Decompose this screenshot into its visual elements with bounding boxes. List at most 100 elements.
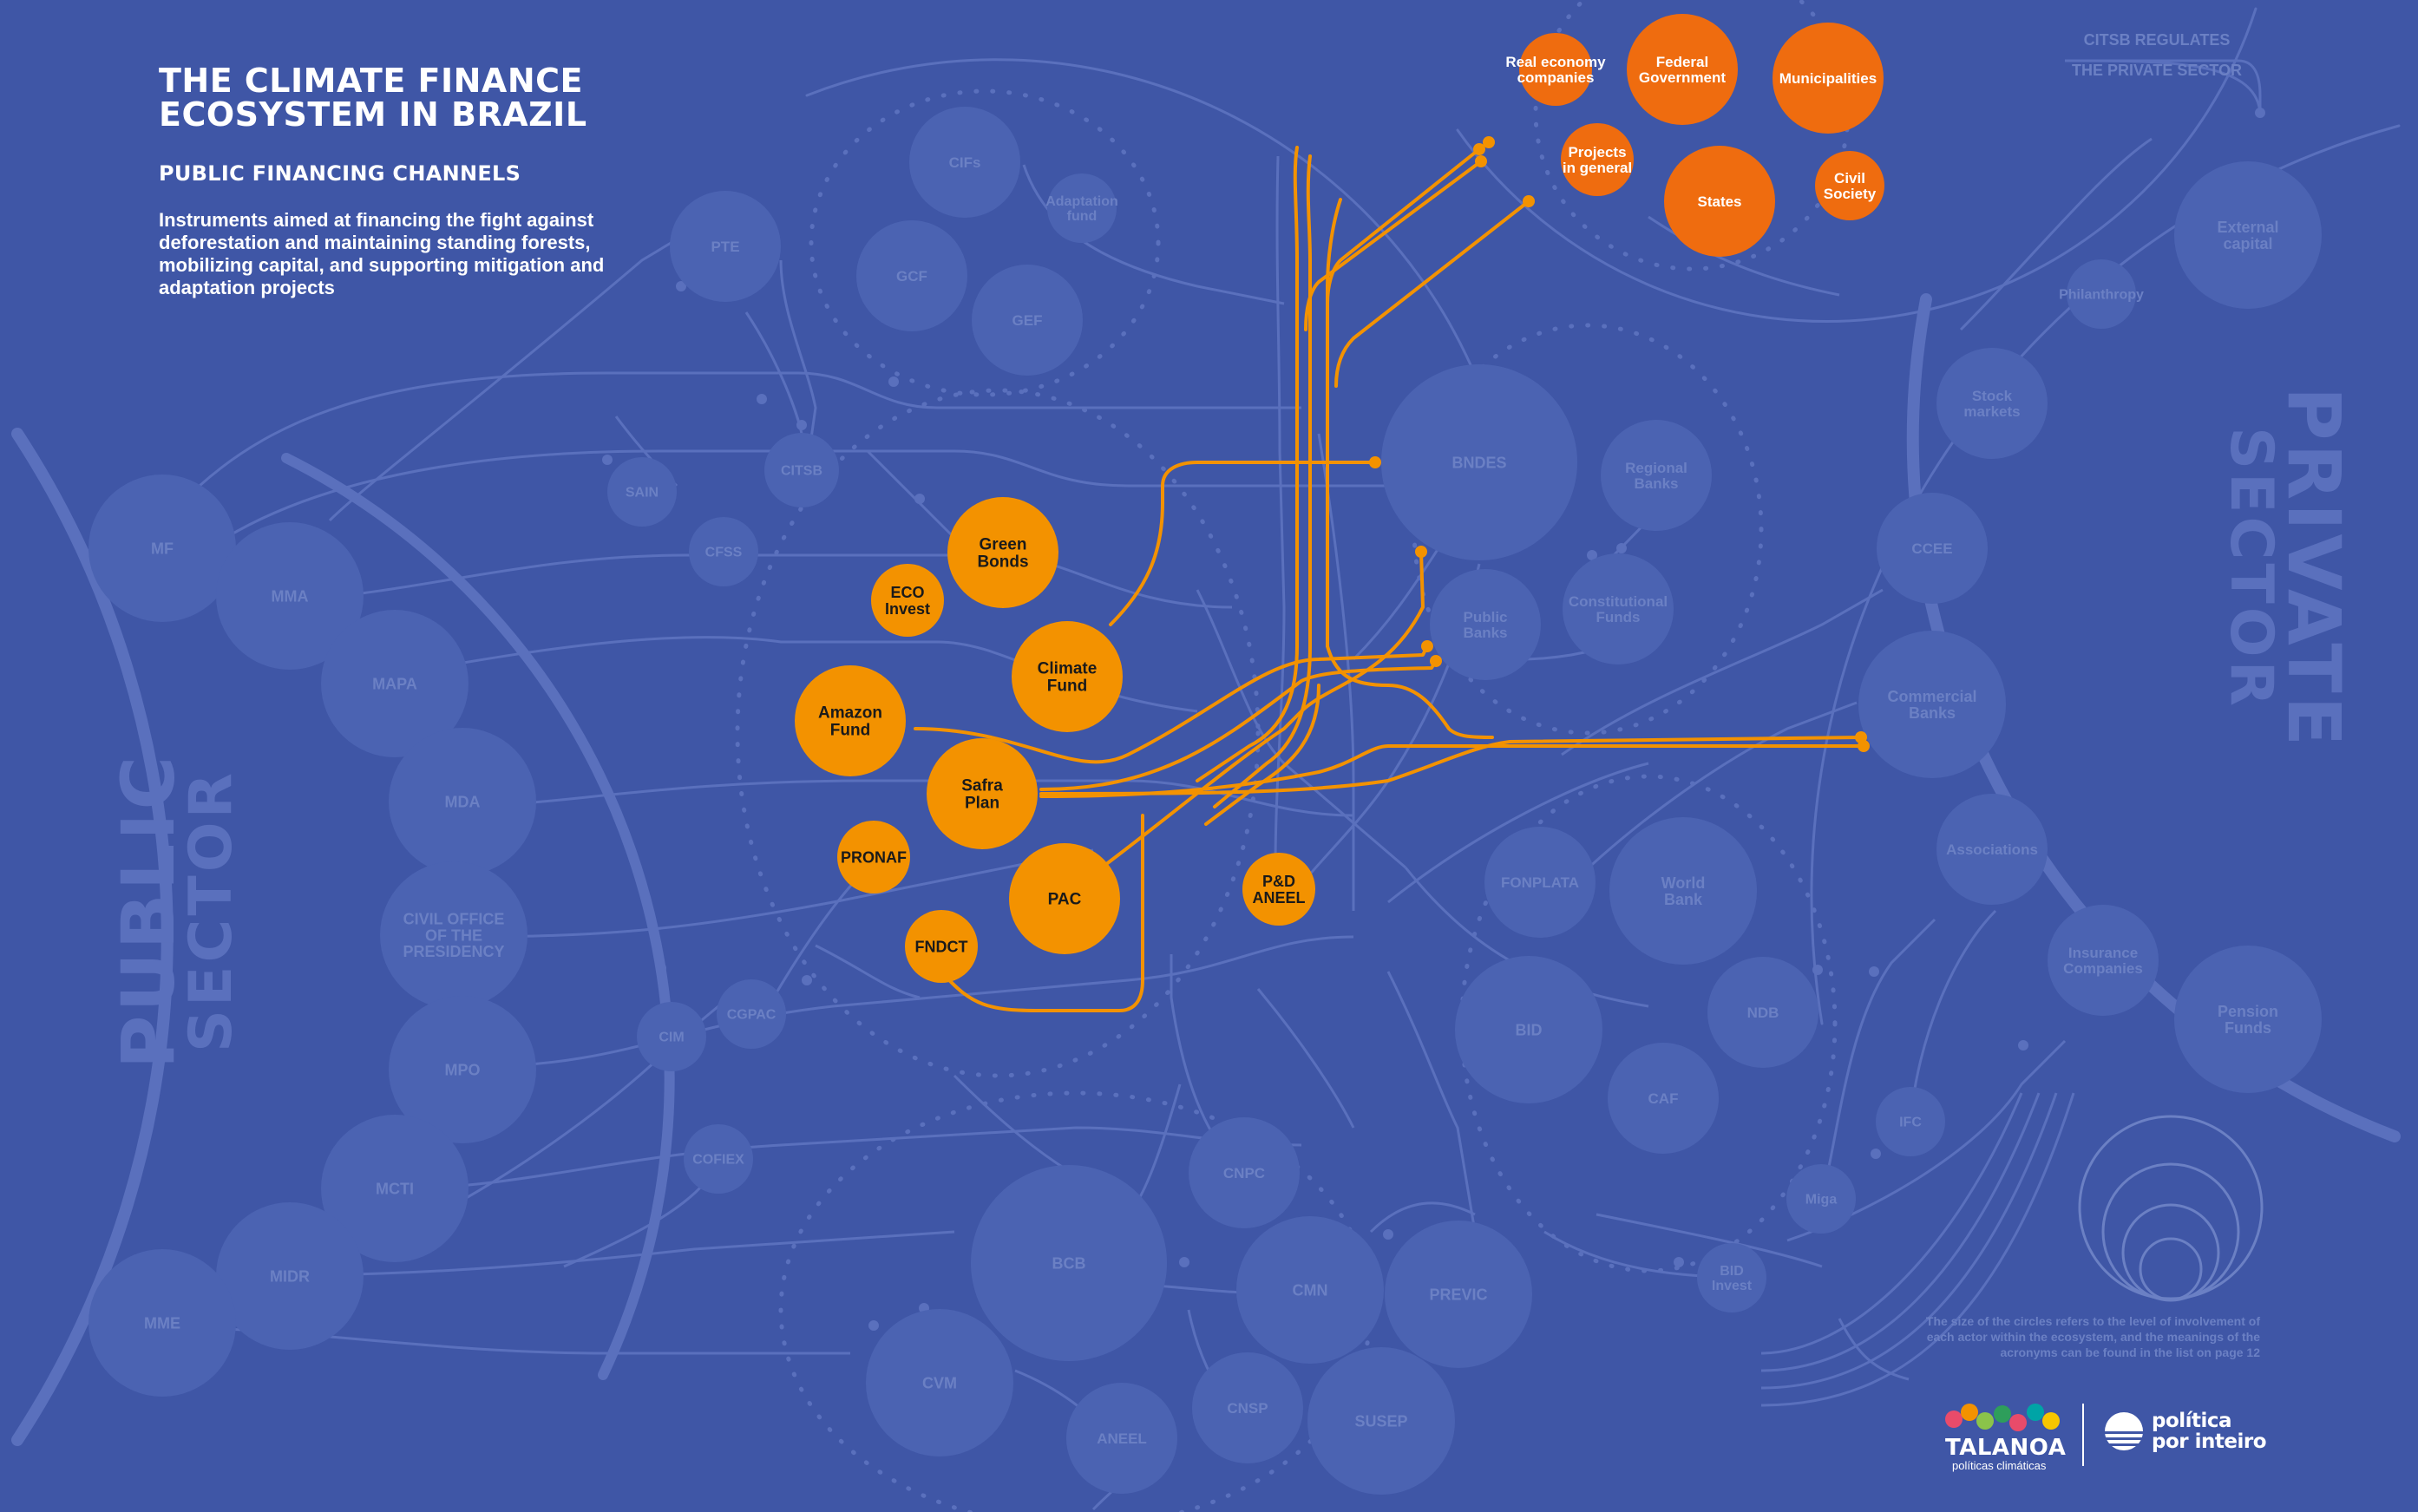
instrument-amazon_fund[interactable]: [795, 665, 906, 776]
flow-endpoint: [1421, 640, 1433, 652]
node-external[interactable]: [2174, 161, 2322, 309]
node-aneel[interactable]: [1066, 1383, 1177, 1494]
node-bndes[interactable]: [1381, 364, 1577, 560]
network-line: [1386, 971, 1477, 1233]
node-insurance[interactable]: [2048, 905, 2159, 1016]
node-constitutional[interactable]: [1563, 553, 1674, 664]
node-ccee[interactable]: [1877, 493, 1988, 604]
node-gef[interactable]: [972, 265, 1083, 376]
node-label-commercial: Commercial: [1887, 688, 1976, 705]
instrument-green_bonds[interactable]: [947, 497, 1058, 608]
instrument-fndct[interactable]: [905, 910, 978, 983]
node-gcf[interactable]: [856, 220, 967, 331]
talanoa-mark-icon: [1945, 1404, 2060, 1431]
flow-endpoint: [1473, 143, 1485, 155]
node-mda[interactable]: [389, 728, 536, 875]
network-line: [1760, 1092, 2023, 1355]
node-cvm[interactable]: [866, 1309, 1013, 1456]
node-cim[interactable]: [637, 1002, 706, 1071]
node-pension[interactable]: [2174, 946, 2322, 1093]
node-cnpc[interactable]: [1189, 1117, 1300, 1228]
node-label-cim: CIM: [659, 1031, 684, 1045]
node-associations[interactable]: [1936, 794, 2048, 905]
node-previc[interactable]: [1385, 1221, 1532, 1368]
recipient-real_economy[interactable]: [1519, 33, 1592, 106]
recipient-states[interactable]: [1664, 146, 1775, 257]
node-midr[interactable]: [216, 1202, 364, 1350]
recipient-civil_society[interactable]: [1815, 151, 1884, 220]
network-line: [762, 866, 869, 1016]
node-mf[interactable]: [88, 475, 236, 622]
financing-flow-line: [1109, 461, 1377, 626]
node-cofiex[interactable]: [684, 1124, 753, 1194]
instrument-pac[interactable]: [1009, 843, 1120, 954]
node-bcb[interactable]: [971, 1165, 1167, 1361]
page-subtitle: PUBLIC FINANCING CHANNELS: [159, 161, 521, 186]
node-bidinvest[interactable]: [1697, 1243, 1766, 1312]
node-ndb[interactable]: [1707, 957, 1818, 1068]
node-mcti[interactable]: [321, 1115, 469, 1262]
node-philanthropy[interactable]: [2067, 259, 2136, 329]
node-label-cofiex: COFIEX: [692, 1153, 744, 1168]
node-citsb[interactable]: [764, 433, 839, 507]
node-label-civil: PRESIDENCY: [403, 943, 504, 960]
node-public_banks[interactable]: [1430, 569, 1541, 680]
recipient-municipalities[interactable]: [1773, 23, 1884, 134]
politica-por-inteiro-icon: [2105, 1412, 2143, 1450]
node-label-ifc: IFC: [1899, 1116, 1922, 1130]
node-ifc[interactable]: [1876, 1087, 1945, 1156]
instrument-pronaf[interactable]: [837, 821, 910, 893]
svg-text:PRIVATE: PRIVATE: [2271, 387, 2356, 749]
node-mpo[interactable]: [389, 996, 536, 1143]
node-cnsp[interactable]: [1192, 1352, 1303, 1463]
node-commercial[interactable]: [1858, 631, 2006, 778]
node-adaptation[interactable]: [1047, 173, 1117, 243]
node-caf[interactable]: [1608, 1043, 1719, 1154]
node-cifs[interactable]: [909, 107, 1020, 218]
node-worldbank[interactable]: [1609, 817, 1757, 965]
node-label-cmn: CMN: [1293, 1281, 1328, 1299]
node-sain[interactable]: [607, 457, 677, 527]
network-line: [468, 848, 1094, 939]
network-line: [1760, 1092, 2041, 1372]
node-label-stock: markets: [1963, 403, 2020, 420]
instrument-safra[interactable]: [927, 738, 1038, 849]
node-mma[interactable]: [216, 522, 364, 670]
node-label-bcb: BCB: [1052, 1254, 1086, 1272]
recipient-label-projects: in general: [1563, 160, 1632, 176]
page-description: Instruments aimed at financing the fight…: [159, 209, 605, 298]
node-cgpac[interactable]: [717, 979, 786, 1049]
node-stock[interactable]: [1936, 348, 2048, 459]
node-label-commercial: Banks: [1909, 704, 1956, 722]
citsb-regulates-label: CITSB REGULATES: [2084, 31, 2231, 49]
recipient-label-civil_society: Society: [1824, 186, 1877, 202]
node-regional[interactable]: [1601, 420, 1712, 531]
recipient-federal[interactable]: [1627, 14, 1738, 125]
recipient-label-civil_society: Civil: [1834, 170, 1865, 187]
politica-por-inteiro-logo: política por inteiro: [2103, 1409, 2277, 1461]
instrument-climate_fund[interactable]: [1012, 621, 1123, 732]
node-label-regional: Regional: [1625, 460, 1687, 476]
network-line: [779, 259, 817, 469]
instrument-pd_aneel[interactable]: [1242, 853, 1315, 926]
node-cmn[interactable]: [1236, 1216, 1384, 1364]
recipient-projects[interactable]: [1561, 123, 1634, 196]
network-line: [198, 371, 1301, 488]
node-susep[interactable]: [1307, 1347, 1455, 1495]
instrument-eco_invest[interactable]: [871, 564, 944, 637]
financing-flows: [914, 136, 1870, 1012]
node-label-cgpac: CGPAC: [727, 1008, 777, 1023]
network-line: [1648, 215, 1840, 297]
node-bid[interactable]: [1455, 956, 1602, 1103]
node-cfss[interactable]: [689, 517, 758, 586]
node-label-mapa: MAPA: [372, 675, 417, 692]
node-pte[interactable]: [670, 191, 781, 302]
network-line: [1387, 762, 1649, 904]
node-mapa[interactable]: [321, 610, 469, 757]
node-miga[interactable]: [1786, 1164, 1856, 1234]
node-civil[interactable]: [380, 861, 528, 1009]
node-mme[interactable]: [88, 1249, 236, 1397]
financing-flow-line: [1306, 154, 1312, 648]
node-fonplata[interactable]: [1484, 827, 1596, 938]
